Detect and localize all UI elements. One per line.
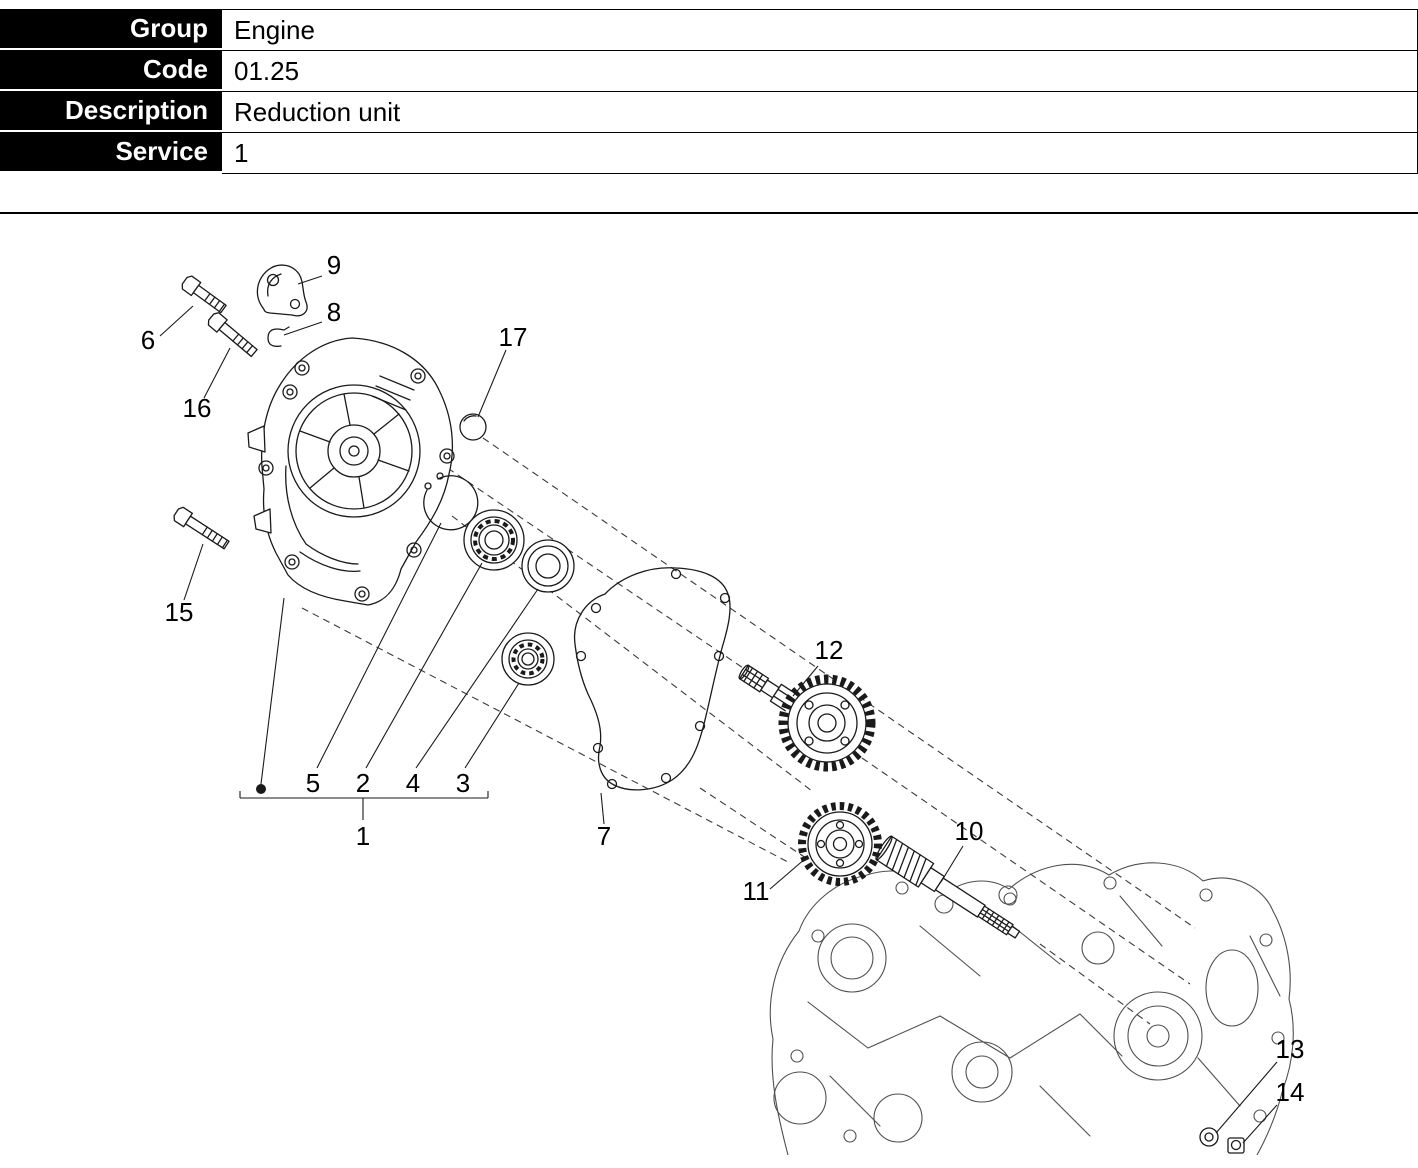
callout-9: 9: [327, 250, 341, 280]
callout-10: 10: [955, 816, 984, 846]
callout-1: 1: [356, 821, 370, 851]
part-bearing-2: [463, 509, 525, 571]
part-bolt-15: [173, 506, 230, 550]
header-value-service: 1: [222, 132, 1418, 174]
header-table: Group Engine Code 01.25 Description Redu…: [0, 9, 1418, 174]
part-seal-4: [521, 539, 575, 593]
callout-5: 5: [306, 768, 320, 798]
callout-numbers: 6 16 9 8 17 15 5 2 4 3 1 7 12 11 10 13 1…: [141, 250, 1305, 1107]
callout-12: 12: [815, 635, 844, 665]
callout-3: 3: [456, 768, 470, 798]
callout-13: 13: [1276, 1034, 1305, 1064]
crankcase-sketch: [769, 862, 1294, 1155]
header-label-service: Service: [0, 132, 222, 174]
header-label-code: Code: [0, 50, 222, 92]
callout-2: 2: [356, 768, 370, 798]
callout-16: 16: [183, 393, 212, 423]
part-bolt-6: [181, 275, 227, 314]
header-value-code: 01.25: [222, 50, 1418, 92]
header-row-service: Service 1: [0, 132, 1418, 174]
part-output-shaft-10: [875, 835, 1021, 939]
part-drive-shaft-12: [738, 664, 876, 772]
part-cover: [247, 337, 455, 606]
header-label-description: Description: [0, 91, 222, 133]
header-label-group: Group: [0, 9, 222, 51]
callout-15: 15: [165, 597, 194, 627]
parts-diagram: 6 16 9 8 17 15 5 2 4 3 1 7 12 11 10 13 1…: [141, 250, 1305, 1155]
callout-17: 17: [499, 322, 528, 352]
header-row-code: Code 01.25: [0, 50, 1418, 92]
part-bolt-16: [207, 312, 258, 358]
header-value-group: Engine: [222, 9, 1418, 51]
part-clip-8: [267, 326, 290, 347]
callout-11: 11: [743, 876, 770, 906]
part-washer-13: [1199, 1127, 1219, 1147]
header-value-description: Reduction unit: [222, 91, 1418, 133]
callout-14: 14: [1276, 1077, 1305, 1107]
part-bolt-14: [1227, 1137, 1245, 1154]
leader-lines: [159, 275, 1278, 1144]
header-row-group: Group Engine: [0, 9, 1418, 51]
callout-8: 8: [327, 297, 341, 327]
part-gear-11: [798, 802, 882, 886]
part-bearing-3: [501, 632, 555, 686]
callout-7: 7: [597, 821, 611, 851]
part-ball-17: [459, 413, 487, 441]
callout-6: 6: [141, 325, 155, 355]
divider-line: [0, 212, 1418, 214]
header-row-description: Description Reduction unit: [0, 91, 1418, 133]
part-gasket-7: [573, 567, 731, 791]
callout-1-bracket: [239, 597, 489, 820]
part-bracket-9: [256, 264, 308, 317]
callout-4: 4: [406, 768, 420, 798]
